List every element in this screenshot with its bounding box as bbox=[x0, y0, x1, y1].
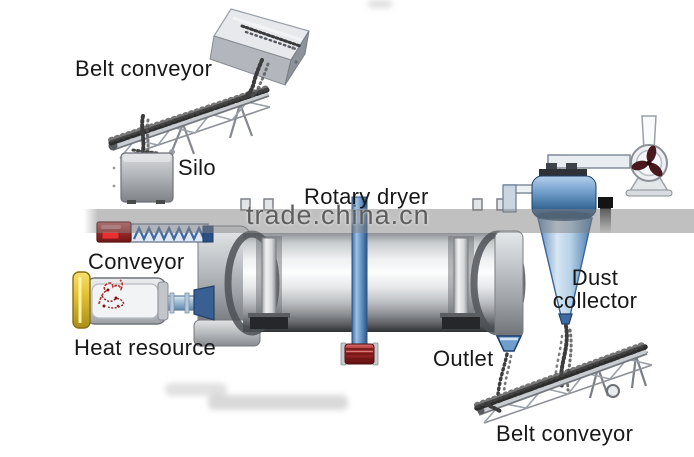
material-stream-hopper-to-conveyor bbox=[242, 58, 270, 100]
heat-resource bbox=[72, 271, 215, 329]
material-stream-outlet bbox=[496, 352, 513, 396]
artifact-smudge bbox=[208, 395, 348, 410]
outlet-assembly bbox=[494, 230, 524, 352]
silo bbox=[112, 152, 174, 204]
center-discharge-pipe bbox=[340, 196, 379, 366]
flame-icon bbox=[98, 279, 125, 309]
drum-support-stand-right bbox=[440, 236, 482, 329]
label-belt-conveyor-bottom: Belt conveyor bbox=[496, 421, 634, 446]
drum-support-stand-left bbox=[248, 236, 290, 329]
top-belt-conveyor bbox=[108, 85, 271, 159]
label-belt-conveyor-top: Belt conveyor bbox=[75, 56, 213, 81]
exhaust-fan bbox=[625, 115, 673, 197]
label-silo: Silo bbox=[178, 155, 216, 180]
dust-collector-cyclone bbox=[502, 154, 631, 325]
bottom-belt-conveyor bbox=[474, 341, 653, 424]
artifact-smudge bbox=[165, 383, 227, 396]
label-conveyor: Conveyor bbox=[88, 249, 185, 274]
watermark-band bbox=[84, 209, 694, 233]
label-rotary-dryer: Rotary dryer bbox=[304, 184, 429, 209]
fan-blade-icon bbox=[631, 145, 663, 177]
label-dust-collector: Dust collector bbox=[552, 265, 638, 314]
watermark-text: trade.china.cn bbox=[246, 200, 430, 230]
label-heat-resource: Heat resource bbox=[74, 335, 217, 360]
artifact-smudge bbox=[368, 0, 392, 8]
label-outlet: Outlet bbox=[433, 346, 494, 371]
rotary-dryer bbox=[193, 198, 526, 347]
feed-hopper bbox=[209, 8, 310, 86]
